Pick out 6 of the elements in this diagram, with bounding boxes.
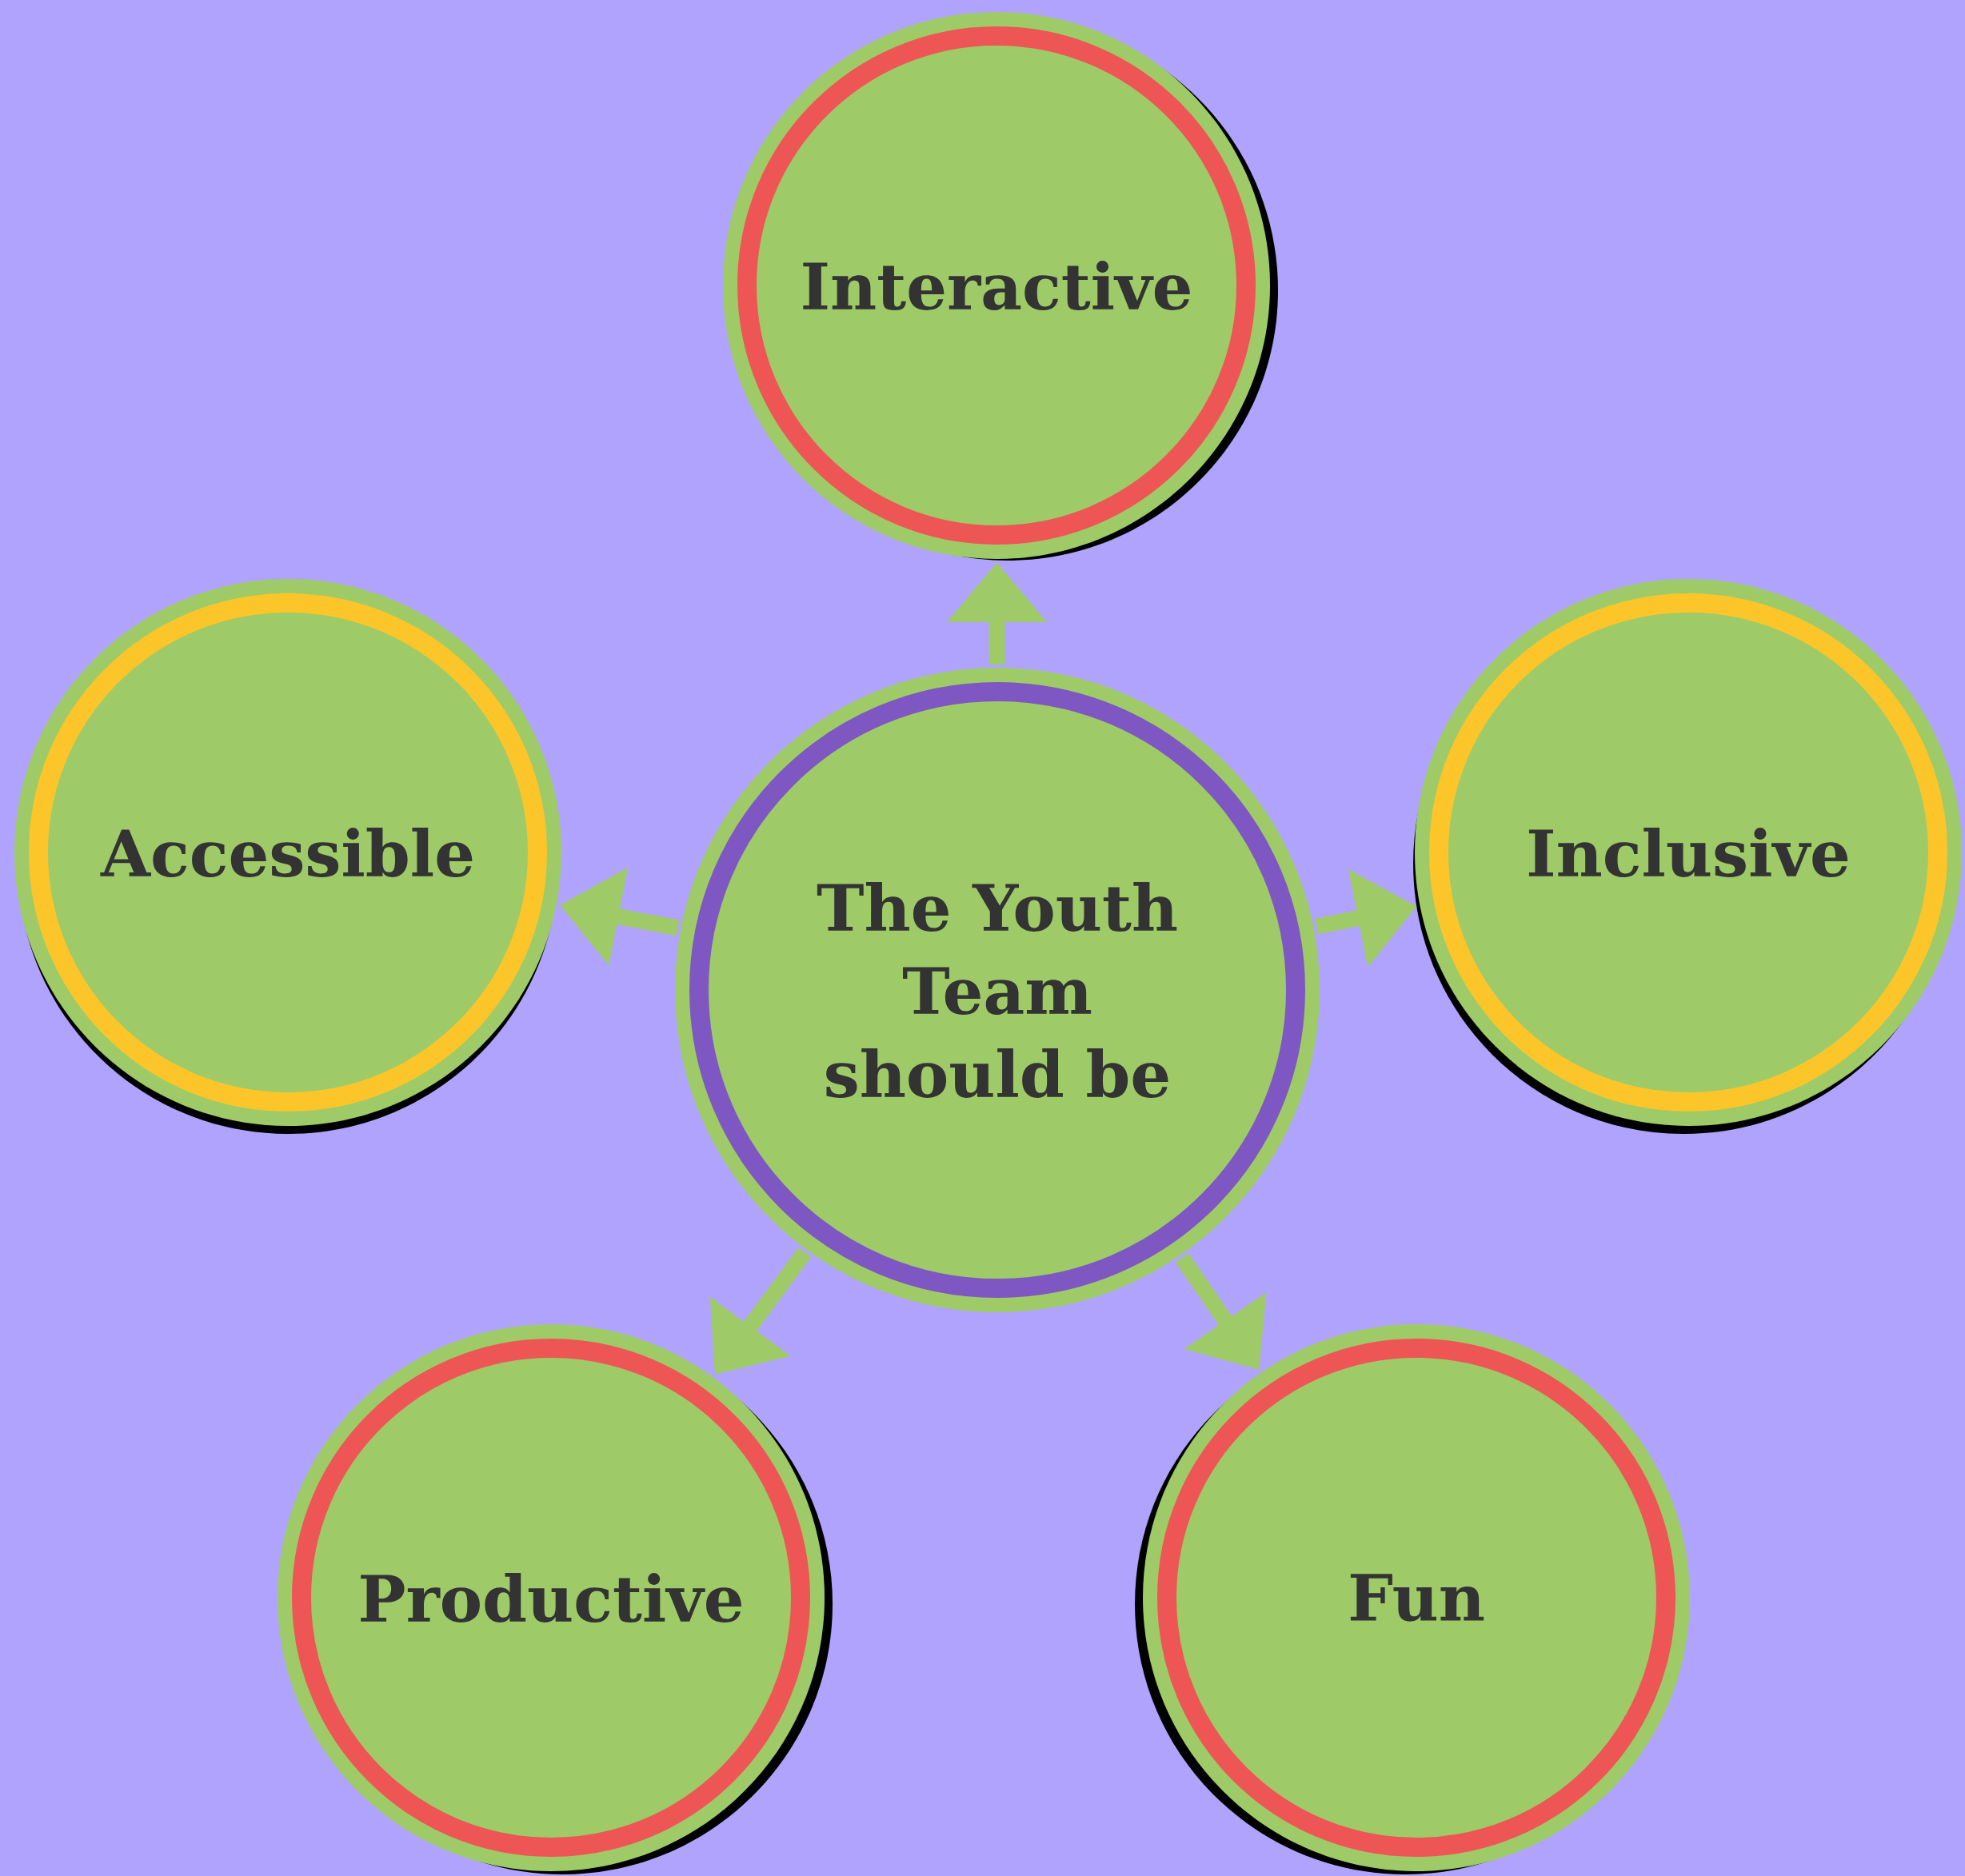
circle-node: Interactive [723, 11, 1278, 561]
circle-node: Fun [1135, 1324, 1691, 1874]
circle-node: The Youth Team should be [675, 668, 1320, 1312]
circle-node: Inclusive [1413, 579, 1963, 1134]
circle-node: Accessible [14, 579, 561, 1134]
circle-node: Productive [278, 1324, 833, 1874]
